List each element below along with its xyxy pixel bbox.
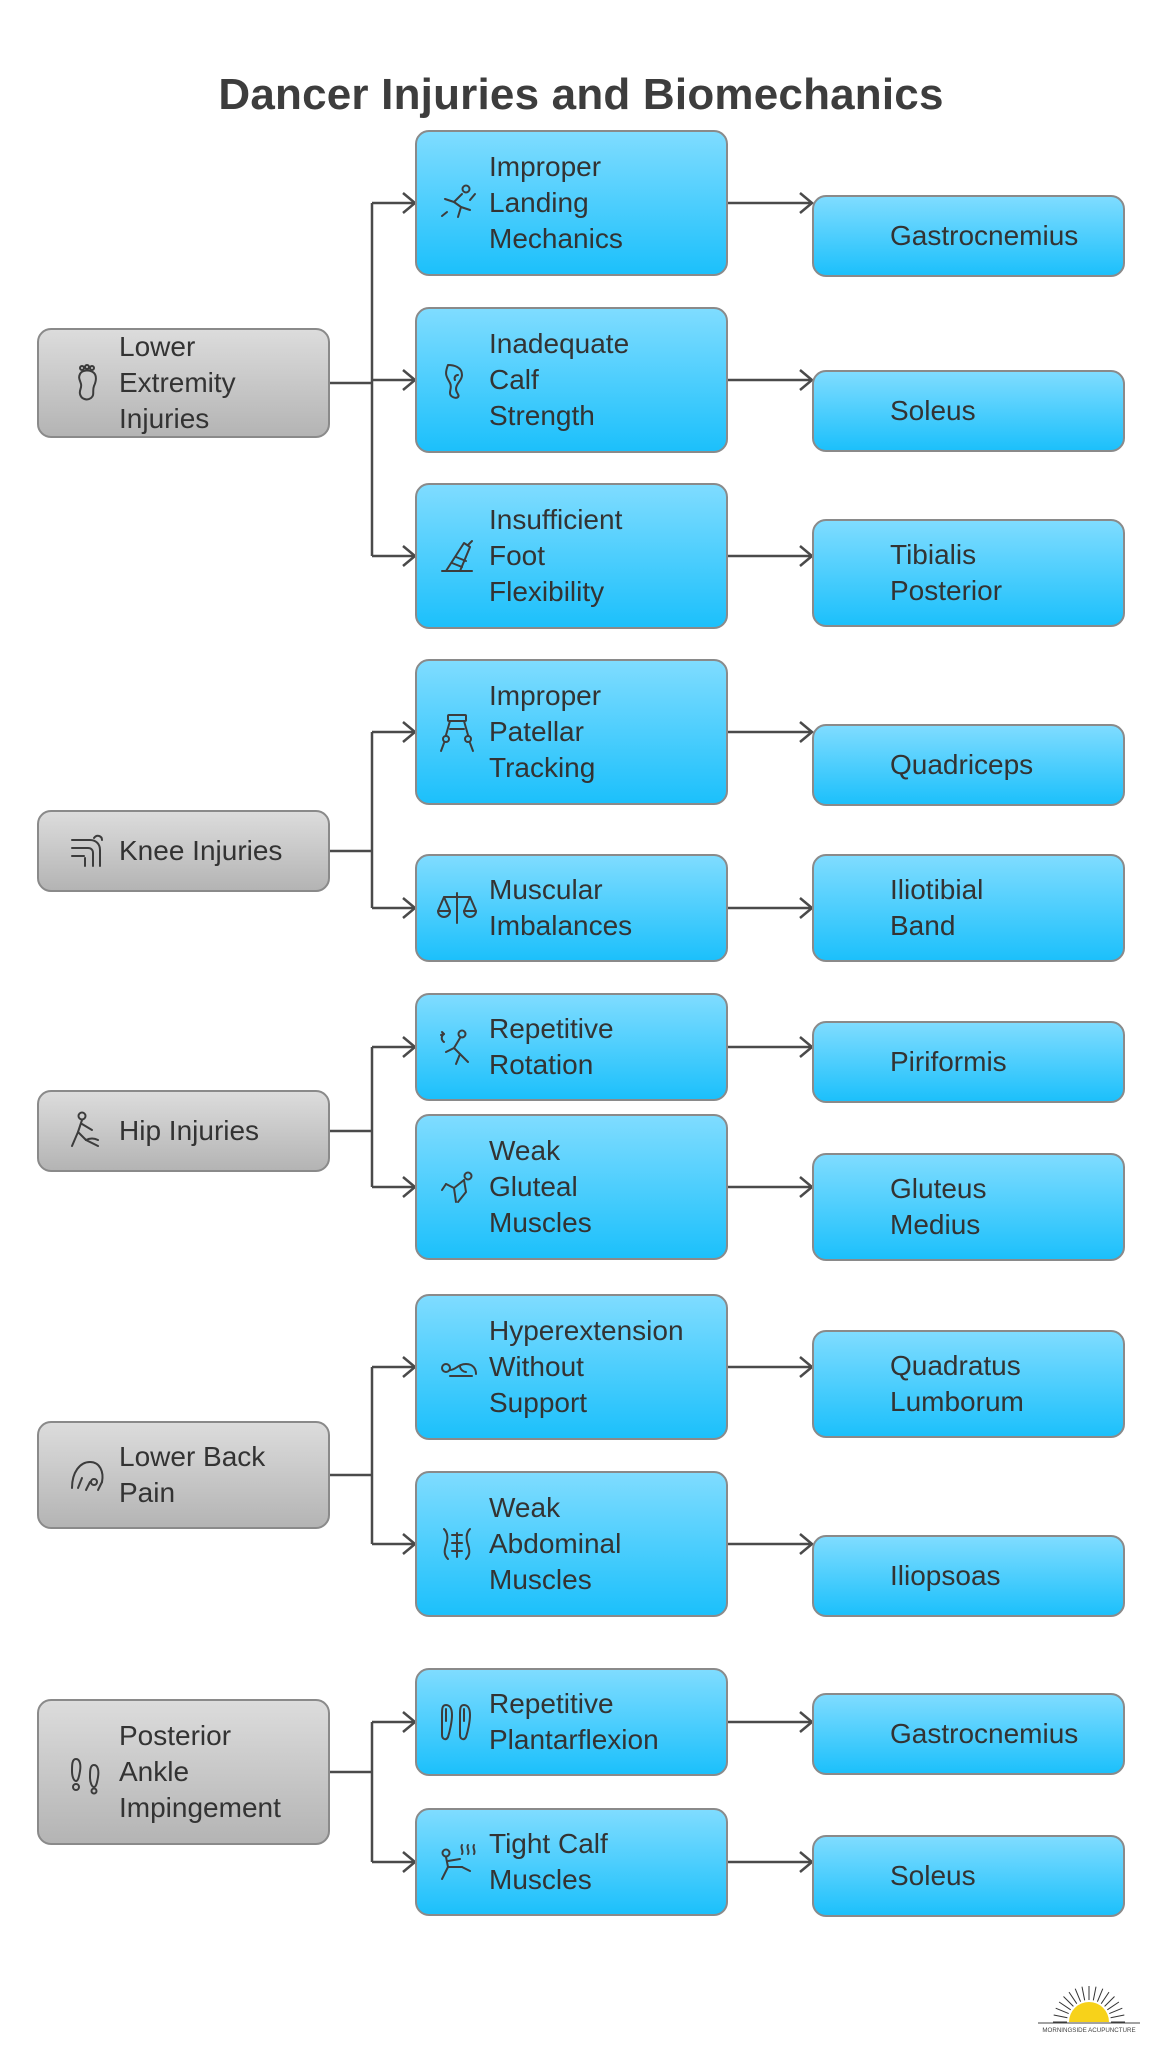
cause-box: Repetitive Plantarflexion — [415, 1668, 728, 1776]
muscle-box: Soleus — [812, 370, 1125, 452]
muscle-box-label: Soleus — [890, 395, 976, 426]
cause-box: Improper Landing Mechanics — [415, 130, 728, 276]
kneeling-person-icon — [433, 1163, 481, 1211]
muscle-box: Gastrocnemius — [812, 195, 1125, 277]
cause-box: Weak Gluteal Muscles — [415, 1114, 728, 1260]
muscle-box-label: Gluteus Medius — [890, 1173, 987, 1240]
cause-box-label: Muscular Imbalances — [489, 874, 633, 941]
page-title: Dancer Injuries and Biomechanics — [218, 70, 944, 119]
logo-ray — [1081, 1986, 1086, 2001]
category-box-label: Lower Extremity Injuries — [119, 331, 236, 434]
logo-ray — [1100, 1991, 1110, 2004]
cause-box: Improper Patellar Tracking — [415, 659, 728, 805]
logo-ray — [1055, 2007, 1069, 2015]
calf-muscle-icon — [433, 356, 481, 404]
balance-scale-icon — [433, 884, 481, 932]
logo-ray — [1109, 2007, 1123, 2015]
logo-ray — [1053, 2014, 1068, 2019]
logo-ray — [1058, 2001, 1071, 2011]
muscle-box: Quadratus Lumborum — [812, 1330, 1125, 1438]
cause-box-label: Repetitive Plantarflexion — [489, 1688, 659, 1755]
muscle-box-label: Piriformis — [890, 1046, 1007, 1077]
knee-joint-icon — [63, 827, 111, 875]
abdomen-icon — [433, 1520, 481, 1568]
muscle-box-label: Iliotibial Band — [890, 874, 984, 941]
category-box: Lower Extremity Injuries — [37, 328, 330, 438]
category-box: Hip Injuries — [37, 1090, 330, 1172]
pointe-shoe-icon — [433, 532, 481, 580]
falling-person-icon — [433, 179, 481, 227]
logo-text: MORNINGSIDE ACUPUNCTURE — [1042, 2027, 1135, 2034]
cause-box-label: Inadequate Calf Strength — [489, 328, 630, 431]
cause-box-label: Insufficient Foot Flexibility — [489, 504, 623, 607]
logo-ray — [1096, 1988, 1104, 2002]
cause-box-label: Tight Calf Muscles — [489, 1828, 608, 1895]
category-box: Knee Injuries — [37, 810, 330, 892]
muscle-box: Tibialis Posterior — [812, 519, 1125, 627]
cause-box: Insufficient Foot Flexibility — [415, 483, 728, 629]
category-box-label: Hip Injuries — [119, 1115, 260, 1146]
cause-box-label: Weak Gluteal Muscles — [489, 1135, 592, 1238]
sitting-stretch-icon — [433, 1838, 481, 1886]
logo-ray — [1110, 2014, 1125, 2019]
category-box-label: Lower Back Pain — [119, 1441, 266, 1508]
muscle-box-label: Quadratus Lumborum — [890, 1350, 1024, 1417]
cause-box-label: Improper Landing Mechanics — [489, 151, 623, 254]
muscle-box-label: Tibialis Posterior — [890, 539, 1003, 606]
logo-ray — [1074, 1988, 1082, 2002]
muscle-box: Iliotibial Band — [812, 854, 1125, 962]
muscle-box: Soleus — [812, 1835, 1125, 1917]
muscle-box-label: Iliopsoas — [890, 1560, 1001, 1591]
cause-box: Weak Abdominal Muscles — [415, 1471, 728, 1617]
muscle-box: Iliopsoas — [812, 1535, 1125, 1617]
feet-pointed-icon — [433, 1698, 481, 1746]
muscle-box-label: Gastrocnemius — [890, 220, 1079, 251]
logo-ray — [1104, 1996, 1115, 2007]
knee-brace-icon — [433, 708, 481, 756]
category-box: Lower Back Pain — [37, 1421, 330, 1529]
cause-box-label: Repetitive Rotation — [489, 1013, 614, 1080]
muscle-box-label: Gastrocnemius — [890, 1718, 1079, 1749]
cause-box-label: Weak Abdominal Muscles — [489, 1492, 622, 1595]
cause-box-label: Improper Patellar Tracking — [489, 680, 602, 783]
cause-box: Muscular Imbalances — [415, 854, 728, 962]
category-box: Posterior Ankle Impingement — [37, 1699, 330, 1845]
category-box-label: Posterior Ankle Impingement — [119, 1720, 281, 1823]
logo-ray — [1063, 1996, 1074, 2007]
cause-box-label: Hyperextension Without Support — [489, 1315, 684, 1418]
logo-ray — [1092, 1986, 1097, 2001]
cause-box: Repetitive Rotation — [415, 993, 728, 1101]
muscle-box-label: Quadriceps — [890, 749, 1034, 780]
muscle-box: Gastrocnemius — [812, 1693, 1125, 1775]
cause-box: Inadequate Calf Strength — [415, 307, 728, 453]
muscle-box-label: Soleus — [890, 1860, 976, 1891]
cause-box: Tight Calf Muscles — [415, 1808, 728, 1916]
category-box-label: Knee Injuries — [119, 835, 283, 866]
logo-ray — [1107, 2001, 1120, 2011]
hip-stretch-icon — [63, 1107, 111, 1155]
cause-box: Hyperextension Without Support — [415, 1294, 728, 1440]
lying-person-icon — [433, 1343, 481, 1391]
spinning-person-icon — [433, 1023, 481, 1071]
muscle-box: Quadriceps — [812, 724, 1125, 806]
logo-ray — [1068, 1991, 1078, 2004]
footprints-icon — [63, 1748, 111, 1796]
backbend-icon — [63, 1451, 111, 1499]
foot-icon — [63, 359, 111, 407]
muscle-box: Gluteus Medius — [812, 1153, 1125, 1261]
company-logo: MORNINGSIDE ACUPUNCTURE — [1038, 1986, 1140, 2034]
muscle-box: Piriformis — [812, 1021, 1125, 1103]
